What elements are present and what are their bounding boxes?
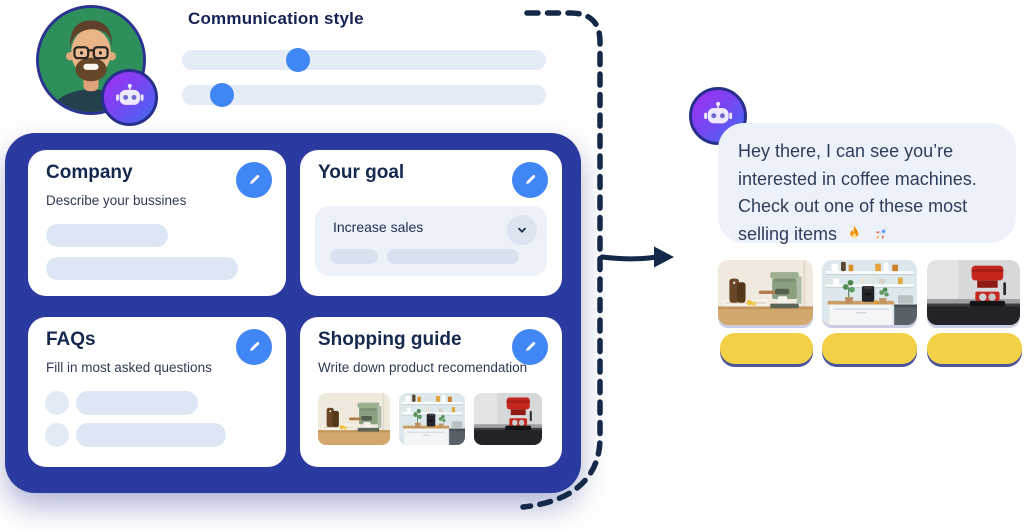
pencil-icon — [520, 170, 540, 190]
red-espresso-machine-photo — [474, 393, 542, 445]
chat-message: Hey there, I can see you’re interested i… — [738, 141, 977, 244]
goal-dropdown-box: Increase sales — [315, 206, 547, 276]
shopping-edit-button[interactable] — [512, 329, 548, 365]
faqs-edit-button[interactable] — [236, 329, 272, 365]
pencil-icon — [520, 337, 540, 357]
goal-card: Your goal Increase sales — [300, 150, 562, 296]
rocket-emoji-icon — [872, 224, 891, 243]
bot-avatar-badge — [101, 69, 158, 126]
faq-placeholder-line — [76, 423, 226, 447]
faqs-card-title: FAQs — [46, 329, 96, 350]
green-espresso-machine-photo — [318, 393, 390, 445]
goal-edit-button[interactable] — [512, 162, 548, 198]
company-placeholder-line — [46, 257, 238, 280]
bot-builder-panel: Company Describe your bussines Your goal… — [5, 133, 581, 493]
shopping-guide-subtitle: Write down product recomendation — [318, 360, 528, 375]
product-card-red-espresso-machine[interactable] — [927, 260, 1020, 325]
company-card: Company Describe your bussines — [28, 150, 286, 296]
black-capsule-coffee-machine-photo — [399, 393, 465, 445]
company-edit-button[interactable] — [236, 162, 272, 198]
faq-placeholder-line — [76, 391, 198, 415]
communication-style-title: Communication style — [188, 9, 364, 28]
goal-placeholder-line — [387, 249, 519, 264]
user-avatar — [36, 5, 146, 115]
product-action-button-1[interactable] — [720, 333, 813, 364]
faq-bullet-placeholder — [45, 423, 69, 447]
black-capsule-coffee-machine-photo — [822, 260, 917, 325]
company-card-subtitle: Describe your bussines — [46, 193, 187, 208]
goal-placeholder-line — [330, 249, 378, 264]
product-card-green-espresso-machine[interactable] — [718, 260, 813, 325]
communication-slider-1[interactable] — [182, 48, 546, 72]
shopping-guide-title: Shopping guide — [318, 329, 462, 350]
product-action-button-2[interactable] — [822, 333, 917, 364]
faqs-card: FAQs Fill in most asked questions — [28, 317, 286, 467]
communication-slider-2[interactable] — [182, 83, 546, 107]
product-card-black-capsule-machine[interactable] — [822, 260, 917, 325]
goal-dropdown[interactable]: Increase sales — [315, 206, 547, 246]
company-placeholder-line — [46, 224, 168, 247]
pencil-icon — [244, 337, 264, 357]
shopping-guide-card: Shopping guide Write down product recome… — [300, 317, 562, 467]
green-espresso-machine-photo — [718, 260, 813, 325]
product-action-button-3[interactable] — [927, 333, 1022, 364]
robot-icon — [114, 82, 146, 114]
faq-bullet-placeholder — [45, 391, 69, 415]
slider-2-handle[interactable] — [210, 83, 235, 107]
company-card-title: Company — [46, 162, 133, 183]
goal-dropdown-value: Increase sales — [333, 219, 424, 235]
faqs-card-subtitle: Fill in most asked questions — [46, 360, 212, 375]
chevron-down-icon — [513, 221, 531, 239]
red-espresso-machine-photo — [927, 260, 1020, 325]
chat-bubble: Hey there, I can see you’re interested i… — [718, 123, 1016, 244]
pencil-icon — [244, 170, 264, 190]
slider-1-handle[interactable] — [286, 48, 311, 72]
fire-emoji-icon — [845, 224, 864, 243]
goal-dropdown-toggle[interactable] — [507, 215, 537, 245]
goal-card-title: Your goal — [318, 162, 405, 183]
